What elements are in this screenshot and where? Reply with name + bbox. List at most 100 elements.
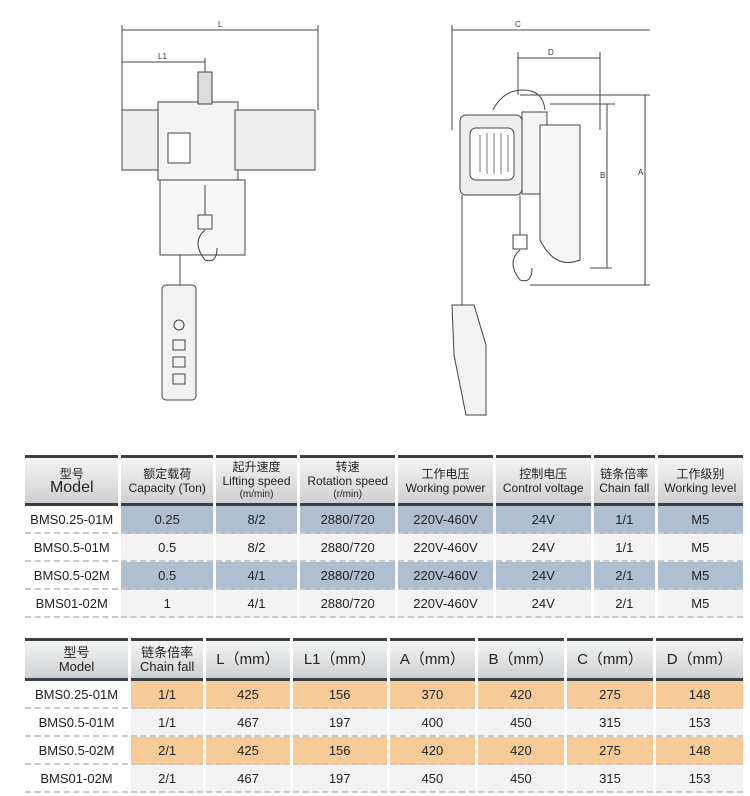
value-cell: 148 bbox=[656, 681, 743, 709]
header-cn: 链条倍率 bbox=[600, 466, 649, 481]
value-cell: 8/2 bbox=[215, 534, 298, 562]
column-header: L1（mm） bbox=[292, 638, 387, 681]
header-en: Rotation speed bbox=[307, 473, 389, 488]
column-header: A（mm） bbox=[389, 638, 476, 681]
value-cell: 2880/720 bbox=[300, 506, 396, 534]
value-cell: 156 bbox=[292, 681, 387, 709]
value-cell: 4/1 bbox=[215, 590, 298, 618]
header-en: Working power bbox=[405, 480, 486, 495]
value-cell: 220V-460V bbox=[398, 534, 493, 562]
value-cell: 0.5 bbox=[121, 534, 213, 562]
value-cell: 425 bbox=[206, 737, 290, 765]
header-en: C（mm） bbox=[577, 650, 643, 668]
model-cell: BMS0.5-02M bbox=[25, 562, 119, 590]
value-cell: 2880/720 bbox=[300, 590, 396, 618]
column-header: D（mm） bbox=[656, 638, 743, 681]
value-cell: 156 bbox=[292, 737, 387, 765]
dimension-label-b: B bbox=[600, 171, 605, 180]
side-view-hoist bbox=[451, 25, 650, 416]
header-en: Capacity (Ton) bbox=[128, 480, 206, 495]
value-cell: M5 bbox=[657, 590, 743, 618]
value-cell: 1/1 bbox=[593, 534, 655, 562]
model-cell: BMS0.25-01M bbox=[25, 506, 119, 534]
value-cell: 153 bbox=[656, 709, 743, 737]
dimension-label-d: D bbox=[548, 48, 554, 57]
header-cn: 工作电压 bbox=[421, 466, 470, 481]
model-cell: BMS01-02M bbox=[25, 765, 129, 793]
value-cell: 467 bbox=[206, 765, 290, 793]
value-cell: 450 bbox=[389, 765, 476, 793]
dimension-label-c: C bbox=[515, 20, 521, 29]
header-cn: 链条倍率 bbox=[141, 644, 194, 660]
header-unit: (m/min) bbox=[239, 488, 274, 500]
value-cell: 220V-460V bbox=[398, 562, 493, 590]
value-cell: 153 bbox=[656, 765, 743, 793]
value-cell: 450 bbox=[478, 765, 564, 793]
value-cell: 2/1 bbox=[593, 562, 655, 590]
dimension-label-l1: L1 bbox=[158, 52, 167, 61]
value-cell: 2880/720 bbox=[300, 562, 396, 590]
header-en: Model bbox=[58, 658, 95, 674]
model-cell: BMS01-02M bbox=[25, 590, 119, 618]
value-cell: M5 bbox=[657, 506, 743, 534]
value-cell: M5 bbox=[657, 534, 743, 562]
value-cell: 275 bbox=[566, 737, 654, 765]
value-cell: 2880/720 bbox=[300, 534, 396, 562]
value-cell: 400 bbox=[389, 709, 476, 737]
value-cell: 1/1 bbox=[593, 506, 655, 534]
value-cell: 24V bbox=[495, 534, 591, 562]
dimension-label-l: L bbox=[218, 20, 223, 29]
model-cell: BMS0.5-01M bbox=[25, 534, 119, 562]
header-unit: (r/min) bbox=[333, 488, 363, 500]
header-cn: 转速 bbox=[335, 459, 360, 474]
value-cell: 370 bbox=[389, 681, 476, 709]
value-cell: 1/1 bbox=[131, 709, 204, 737]
value-cell: 24V bbox=[495, 562, 591, 590]
value-cell: 148 bbox=[656, 737, 743, 765]
column-header: B（mm） bbox=[478, 638, 564, 681]
value-cell: M5 bbox=[657, 562, 743, 590]
header-en: Working level bbox=[664, 480, 737, 495]
model-cell: BMS0.5-02M bbox=[25, 737, 129, 765]
hoist-technical-drawing: L L1 C D A B bbox=[121, 20, 650, 416]
dimension-label-a: A bbox=[638, 168, 644, 177]
column-header: L（mm） bbox=[206, 638, 290, 681]
header-en: Lifting speed bbox=[222, 473, 291, 488]
header-en: L1（mm） bbox=[303, 650, 376, 668]
header-en: Chain fall bbox=[599, 480, 650, 495]
value-cell: 0.5 bbox=[121, 562, 213, 590]
header-en: D（mm） bbox=[666, 650, 733, 668]
value-cell: 1/1 bbox=[131, 681, 204, 709]
value-cell: 420 bbox=[478, 737, 564, 765]
value-cell: 2/1 bbox=[593, 590, 655, 618]
header-cn: 控制电压 bbox=[519, 466, 568, 481]
value-cell: 197 bbox=[292, 709, 387, 737]
value-cell: 425 bbox=[206, 681, 290, 709]
value-cell: 8/2 bbox=[215, 506, 298, 534]
front-view-hoist bbox=[121, 25, 319, 401]
value-cell: 2/1 bbox=[131, 765, 204, 793]
value-cell: 4/1 bbox=[215, 562, 298, 590]
value-cell: 315 bbox=[566, 709, 654, 737]
header-cn: 起升速度 bbox=[232, 459, 281, 474]
header-en: Model bbox=[49, 478, 94, 496]
model-cell: BMS0.25-01M bbox=[25, 681, 129, 709]
header-en: Control voltage bbox=[502, 480, 584, 495]
column-header: C（mm） bbox=[566, 638, 654, 681]
value-cell: 420 bbox=[389, 737, 476, 765]
